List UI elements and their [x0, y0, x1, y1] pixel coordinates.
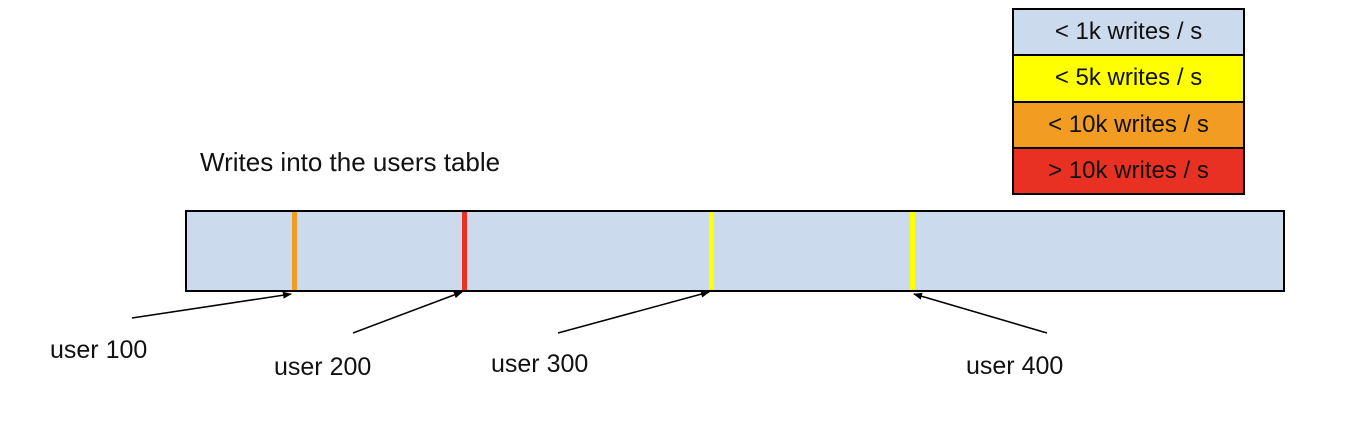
arrow-user-200	[352, 291, 463, 334]
arrow-user-300	[557, 290, 710, 334]
bar-marker-user-200	[462, 212, 467, 290]
legend: < 1k writes / s < 5k writes / s < 10k wr…	[1012, 8, 1245, 195]
users-table-bar	[185, 210, 1285, 292]
bar-marker-user-400	[910, 212, 915, 290]
legend-item-lt-5k: < 5k writes / s	[1014, 56, 1243, 103]
bar-marker-user-100	[292, 212, 297, 290]
arrow-user-400	[913, 292, 1048, 334]
legend-item-gt-10k: > 10k writes / s	[1014, 148, 1243, 193]
diagram-title: Writes into the users table	[200, 147, 501, 177]
legend-item-lt-10k: < 10k writes / s	[1014, 102, 1243, 149]
arrow-user-100	[131, 291, 292, 319]
legend-item-lt-1k: < 1k writes / s	[1014, 10, 1243, 57]
label-user-200: user 200	[274, 353, 372, 381]
bar-marker-user-300	[709, 212, 714, 290]
label-user-400: user 400	[966, 352, 1064, 380]
label-user-100: user 100	[50, 336, 148, 364]
label-user-300: user 300	[491, 350, 589, 378]
